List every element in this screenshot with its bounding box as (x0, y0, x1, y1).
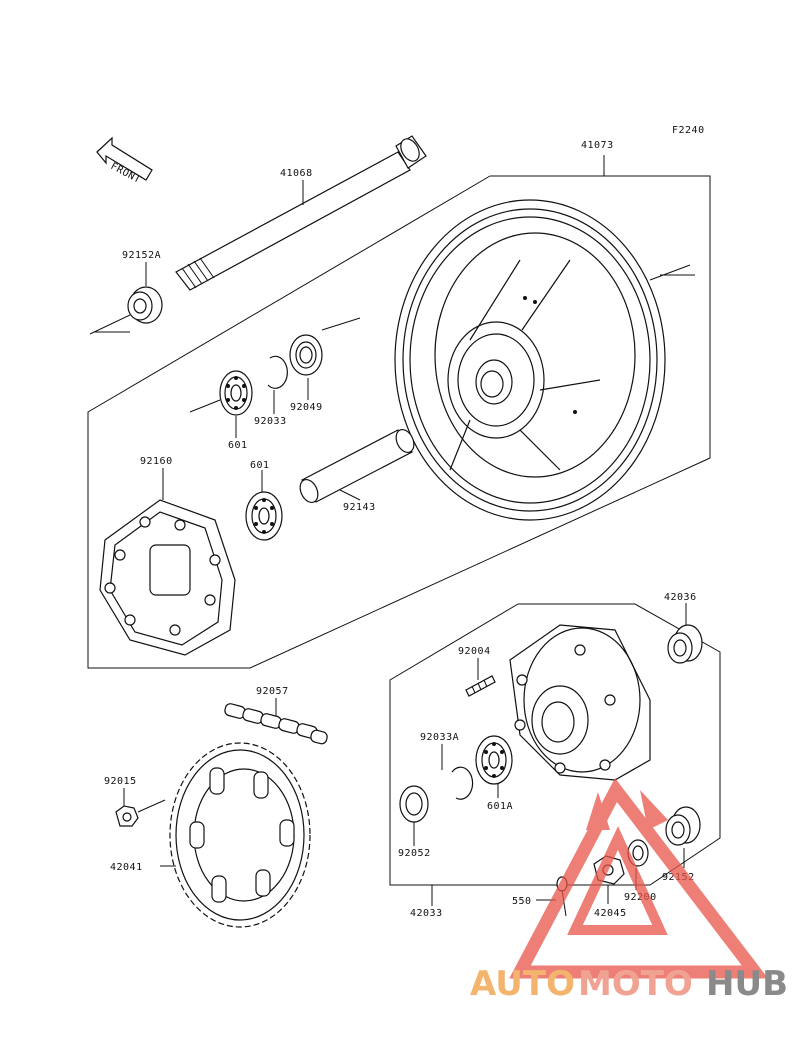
bearing-601A (475, 735, 513, 785)
bearing-601-upper (219, 370, 253, 416)
label-92057: 92057 (256, 686, 289, 697)
label-92004: 92004 (458, 646, 491, 657)
collar-42036 (667, 624, 703, 664)
watermark-logo (509, 777, 769, 979)
circlip-92033A (451, 766, 474, 800)
label-550: 550 (512, 896, 532, 907)
label-92033: 92033 (254, 416, 287, 427)
label-41068: 41068 (280, 168, 313, 179)
seal-92052 (399, 785, 429, 823)
figure-code: F2240 (672, 125, 705, 136)
hub-group-outline (389, 603, 721, 886)
chain-92057 (224, 703, 328, 745)
label-601-upper: 601 (228, 440, 248, 451)
rear-wheel (394, 199, 695, 521)
wheel-group-outline (87, 175, 711, 669)
label-92152A: 92152A (122, 250, 161, 261)
seal-92049 (289, 334, 323, 376)
label-92015: 92015 (104, 776, 137, 787)
label-92143: 92143 (343, 502, 376, 513)
axle (175, 135, 427, 291)
label-41073: 41073 (581, 140, 614, 151)
label-92033A: 92033A (420, 732, 459, 743)
label-42041: 42041 (110, 862, 143, 873)
spacer-92143 (299, 429, 415, 503)
label-92160: 92160 (140, 456, 173, 467)
label-42033: 42033 (410, 908, 443, 919)
watermark-auto: AUTO (470, 964, 575, 1004)
label-92049: 92049 (290, 402, 323, 413)
stud-92004 (465, 675, 496, 697)
label-42036: 42036 (664, 592, 697, 603)
watermark-hub: HUB (706, 964, 788, 1004)
sprocket-coupling-hub (509, 624, 651, 781)
bearing-601-lower (245, 491, 283, 541)
collar-92152A (127, 286, 163, 324)
front-arrow-icon: FRONT (96, 136, 153, 186)
nut-92015 (115, 805, 139, 827)
label-42045: 42045 (594, 908, 627, 919)
sprocket-42041 (169, 742, 311, 928)
label-601-lower: 601 (250, 460, 270, 471)
leader-92143 (339, 489, 361, 501)
axis-line-left (89, 314, 131, 335)
label-601A: 601A (487, 801, 513, 812)
label-92052: 92052 (398, 848, 431, 859)
watermark-moto: MOTO (578, 964, 693, 1004)
watermark-text: AUTO MOTO HUB (470, 964, 788, 1004)
damper-92160 (99, 499, 236, 656)
circlip-92033 (267, 355, 288, 389)
collar-92152 (665, 806, 701, 846)
